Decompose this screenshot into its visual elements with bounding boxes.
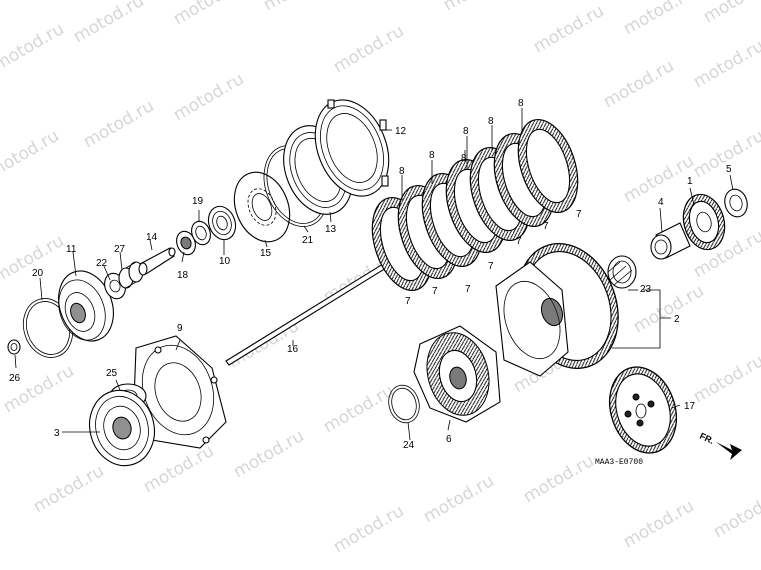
front-label: FR. <box>698 431 715 446</box>
collar-part <box>650 222 691 260</box>
clutch-disc-pack <box>371 118 579 292</box>
lifter-plate-part <box>58 270 114 342</box>
callout-8: 8 <box>429 150 435 161</box>
callout-8: 8 <box>461 153 467 164</box>
callout-7: 7 <box>405 296 411 307</box>
callout-8: 8 <box>518 98 524 109</box>
thrust-washer-part <box>176 230 196 256</box>
callout-8: 8 <box>488 116 494 127</box>
oil-pump-sprocket-part <box>682 193 726 251</box>
callout-4: 4 <box>658 197 664 208</box>
callout-7: 7 <box>576 209 582 220</box>
callout-5: 5 <box>726 164 732 175</box>
callout-26: 26 <box>9 373 21 384</box>
callout-2: 2 <box>674 314 680 325</box>
callout-7: 7 <box>488 261 494 272</box>
washer-part <box>191 220 211 246</box>
callout-14: 14 <box>146 232 158 243</box>
callout-21: 21 <box>302 235 314 246</box>
callout-20: 20 <box>32 268 44 279</box>
clutch-center-part <box>413 325 501 423</box>
callout-23: 23 <box>640 284 652 295</box>
callout-9: 9 <box>177 323 183 334</box>
callout-24: 24 <box>403 440 415 451</box>
callout-13: 13 <box>325 224 337 235</box>
callout-7: 7 <box>516 236 522 247</box>
callout-18: 18 <box>177 270 189 281</box>
tabbed-plate-part <box>314 99 390 197</box>
lifter-rod-part <box>138 247 176 276</box>
callout-27: 27 <box>114 244 126 255</box>
callout-11: 11 <box>66 244 77 255</box>
diagram-code: MAA3-E0700 <box>595 458 643 467</box>
callout-17: 17 <box>684 401 696 412</box>
primary-gear-part <box>609 366 677 454</box>
callout-25: 25 <box>106 368 118 379</box>
leader-lines <box>14 108 734 441</box>
callout-22: 22 <box>96 258 108 269</box>
lifter-piece-part <box>118 261 144 289</box>
splined-plate-part <box>233 171 291 243</box>
front-direction-indicator: FR. <box>698 431 742 460</box>
callout-7: 7 <box>543 221 549 232</box>
spring-seat-part <box>89 389 155 467</box>
callout-3: 3 <box>54 428 60 439</box>
callout-8: 8 <box>463 126 469 137</box>
callout-6: 6 <box>446 434 452 445</box>
callout-8: 8 <box>399 166 405 177</box>
callout-7: 7 <box>465 284 471 295</box>
callout-12: 12 <box>395 126 407 137</box>
callout-15: 15 <box>260 248 272 259</box>
clutch-outer-part <box>495 243 619 377</box>
small-washer-part <box>7 339 21 355</box>
callout-labels: 1 2 3 4 5 6 7 7 7 7 7 7 7 8 8 8 8 8 8 9 … <box>9 98 732 451</box>
pushrod-part <box>225 263 387 366</box>
callout-7: 7 <box>432 286 438 297</box>
callout-19: 19 <box>192 196 204 207</box>
washer-part <box>724 188 748 218</box>
needle-bearing-part <box>607 255 637 289</box>
callout-16: 16 <box>287 344 299 355</box>
o-ring-part <box>388 384 420 424</box>
callout-10: 10 <box>219 256 231 267</box>
callout-1: 1 <box>687 176 693 187</box>
needle-bearing-part <box>207 205 237 241</box>
friction-disc-part <box>517 118 579 214</box>
